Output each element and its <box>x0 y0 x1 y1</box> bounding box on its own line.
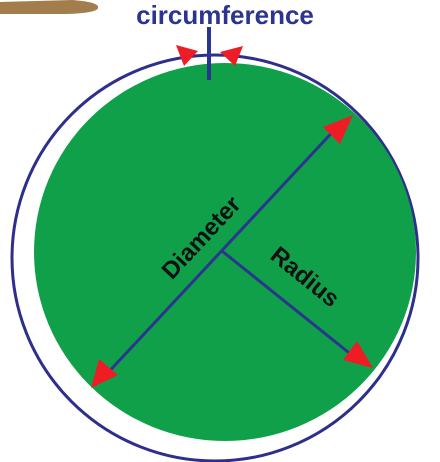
circumference-label: circumference <box>136 0 314 30</box>
brush-stroke <box>0 0 98 14</box>
